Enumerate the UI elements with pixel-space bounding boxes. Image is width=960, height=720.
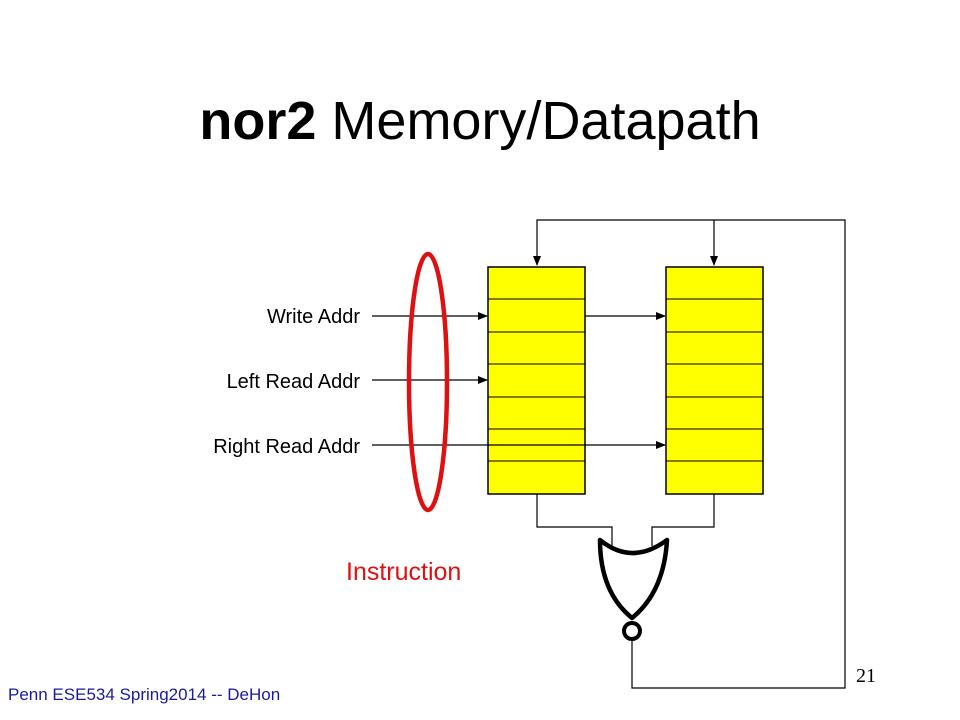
nor-bubble (622, 621, 642, 641)
instruction-ellipse (406, 251, 450, 513)
right-read-addr-label: Right Read Addr (213, 436, 360, 458)
title-bold: nor2 (199, 91, 317, 151)
page-number: 21 (856, 665, 876, 687)
left-read-wire (536, 494, 613, 546)
page-title: nor2 Memory/Datapath (0, 94, 960, 148)
instruction-label: Instruction (346, 558, 461, 586)
memory-bank-right (665, 266, 764, 495)
memory-bank-left (487, 266, 586, 495)
feedback-wire (533, 219, 846, 689)
nor-gate (597, 537, 670, 621)
left-read-addr-label: Left Read Addr (227, 371, 361, 393)
write-addr-label: Write Addr (267, 306, 360, 328)
right-read-wire (651, 494, 715, 546)
title-rest: Memory/Datapath (316, 91, 761, 151)
footer-credit: Penn ESE534 Spring2014 -- DeHon (8, 685, 281, 704)
